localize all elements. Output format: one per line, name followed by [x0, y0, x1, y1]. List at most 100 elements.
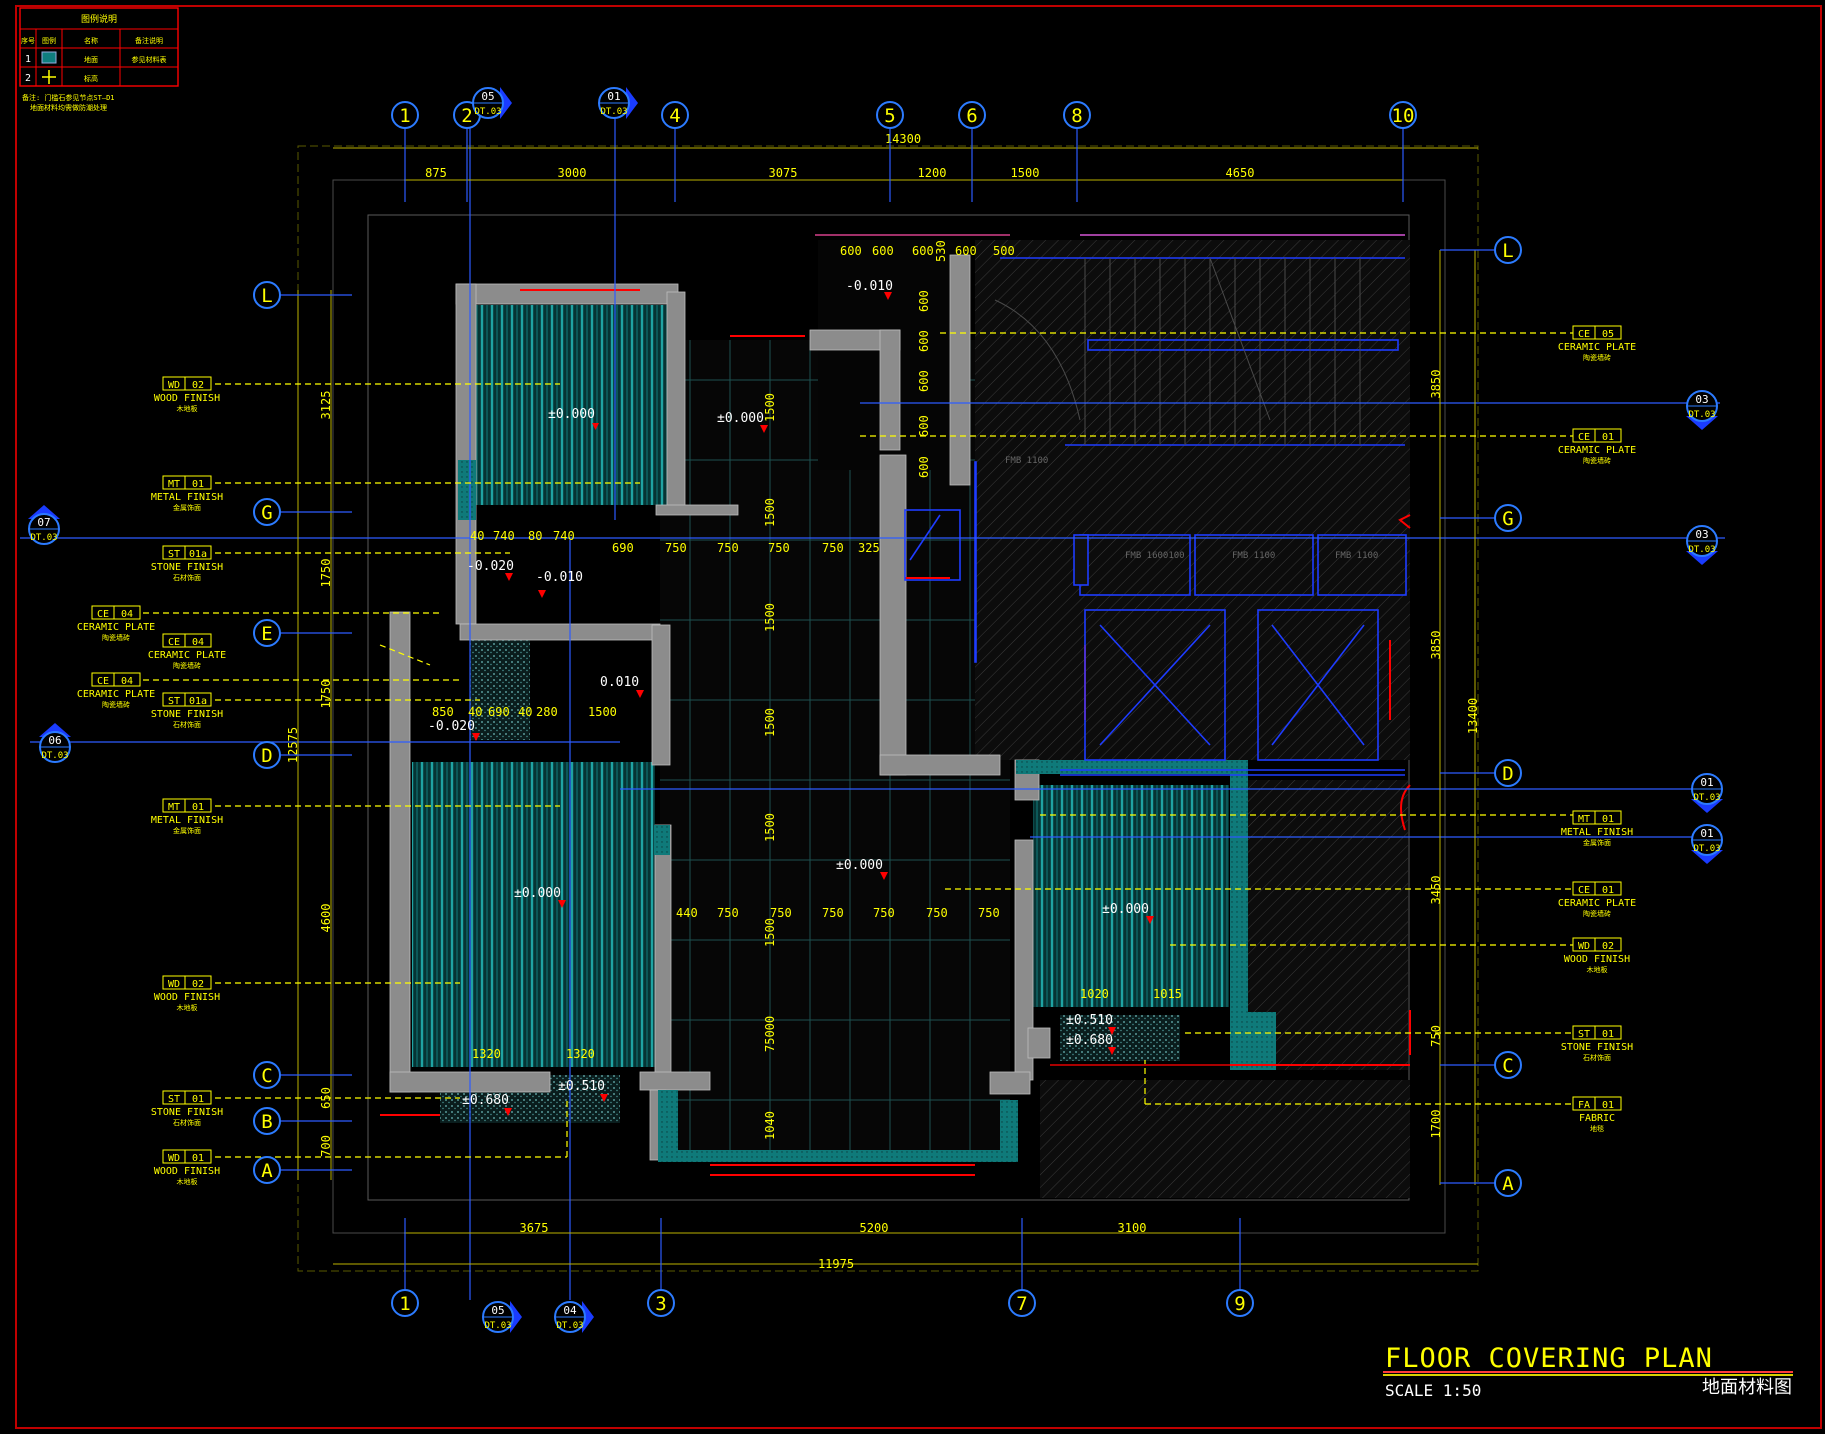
dim-corr-v3: 1500: [763, 603, 777, 632]
stair-label-2: FMB 1600100: [1125, 551, 1185, 561]
dim-left-1: 3125: [319, 391, 333, 420]
tag-name-cn: 木地板: [1587, 965, 1608, 974]
tag-name-en: CERAMIC PLATE: [1558, 445, 1636, 456]
grid-label: D: [261, 745, 272, 767]
grid-bubble-1: 1: [391, 1218, 419, 1317]
marker-number: 07: [37, 516, 50, 529]
tag-code: CE: [1578, 885, 1590, 896]
grid-label: 1: [399, 105, 410, 127]
svg-text:±0.000: ±0.000: [548, 407, 595, 422]
grid-lines: [20, 115, 1725, 1300]
tag-name-cn: 金属饰面: [173, 503, 201, 512]
dim-corr-v7: 75000: [763, 1016, 777, 1052]
dim-bath-h5: 280: [536, 705, 558, 719]
tag-name-en: METAL FINISH: [1561, 827, 1633, 838]
legend-title: 图例说明: [81, 13, 117, 25]
marker-number: 03: [1695, 393, 1708, 406]
tag-name-en: FABRIC: [1579, 1113, 1615, 1124]
dim-corr-v6: 1500: [763, 918, 777, 947]
dim-corr-b7: 750: [978, 906, 1000, 920]
grid-label: G: [261, 502, 272, 524]
grid-bubble-7: 7: [1008, 1218, 1036, 1317]
level-bed1: ±0.000: [548, 407, 599, 430]
grid-bubble-B: B: [253, 1107, 352, 1135]
tag-code: CE: [168, 637, 180, 648]
floor-areas: [412, 240, 1410, 1198]
grid-bubble-L: L: [1440, 236, 1522, 264]
sheet-border: [15, 5, 1822, 1429]
grid-bubble-6: 6: [958, 101, 986, 202]
drawing-scale: SCALE 1:50: [1385, 1381, 1481, 1400]
svg-text:±0.000: ±0.000: [1102, 902, 1149, 917]
grid-bubble-9: 9: [1226, 1218, 1254, 1317]
dim-kitchen-side-6: 600: [917, 456, 931, 478]
grid-bubble-A: A: [253, 1156, 352, 1184]
grid-bubble-E: E: [253, 619, 352, 647]
dim-left-overall: 12575: [286, 727, 300, 763]
grid-bubble-G: G: [253, 498, 352, 526]
marker-sheet: DT.03: [30, 533, 57, 543]
grid-label: 9: [1234, 1293, 1245, 1315]
dim-corr-a1: 40: [470, 529, 484, 543]
legend-header-no: 序号: [21, 36, 35, 45]
dim-left-2: 1750: [319, 559, 333, 588]
tag-code: MT: [168, 802, 180, 813]
tag-number: 05: [1602, 329, 1614, 340]
drawing-title: FLOOR COVERING PLAN: [1385, 1343, 1713, 1374]
marker-sheet: DT.03: [1688, 410, 1715, 420]
tag-name-cn: 木地板: [177, 1177, 198, 1186]
level-living: ±0.000: [836, 858, 888, 880]
stair-label-1: FMB 1100: [1005, 456, 1048, 466]
tag-number: 01: [1602, 432, 1614, 443]
tag-name-cn: 石材饰面: [173, 1118, 201, 1127]
dim-bed3-1: 1020: [1080, 987, 1109, 1001]
dim-kitchen-side-1: 530: [934, 240, 948, 262]
dim-corr-a5: 690: [612, 541, 634, 555]
svg-text:±0.000: ±0.000: [836, 858, 883, 873]
tag-name-cn: 陶瓷墙砖: [102, 633, 130, 642]
tag-number: 04: [192, 637, 204, 648]
tag-code: ST: [168, 549, 180, 560]
grid-label: L: [1502, 240, 1513, 262]
grid-bubble-D: D: [1440, 759, 1522, 787]
dim-kitchen-5: 500: [993, 244, 1015, 258]
tag-name-en: STONE FINISH: [151, 562, 223, 573]
dim-kitchen-side-4: 600: [917, 370, 931, 392]
grid-label: A: [261, 1160, 273, 1182]
tag-number: 01: [1602, 885, 1614, 896]
tag-number: 01: [192, 1153, 204, 1164]
tag-number: 02: [192, 380, 204, 391]
dim-right-overall: 13400: [1466, 698, 1480, 734]
dim-corr-v5: 1500: [763, 813, 777, 842]
grid-bubble-4: 4: [661, 101, 689, 202]
dim-corr-a8: 750: [768, 541, 790, 555]
svg-text:-0.010: -0.010: [536, 570, 583, 585]
tag-number: 01: [1602, 1029, 1614, 1040]
level-bath-b: -0.010: [536, 570, 583, 598]
tag-code: CE: [1578, 329, 1590, 340]
legend-row1-no: 1: [25, 54, 31, 65]
tag-name-en: STONE FINISH: [151, 709, 223, 720]
tag-number: 04: [121, 609, 133, 620]
tag-name-cn: 陶瓷墙砖: [173, 661, 201, 670]
tag-code: ST: [1578, 1029, 1590, 1040]
dim-left-6: 700: [319, 1135, 333, 1157]
tag-code: CE: [97, 609, 109, 620]
dim-top-1: 875: [425, 166, 447, 180]
tag-number: 01a: [189, 549, 207, 560]
grid-label: A: [1502, 1173, 1514, 1195]
dim-kitchen-side-2: 600: [917, 290, 931, 312]
grid-label: D: [1502, 763, 1513, 785]
dim-corr-b2: 750: [717, 906, 739, 920]
dim-bath-h4: 40: [518, 705, 532, 719]
dim-corr-a4: 740: [553, 529, 575, 543]
dim-bottom-2: 5200: [860, 1221, 889, 1235]
